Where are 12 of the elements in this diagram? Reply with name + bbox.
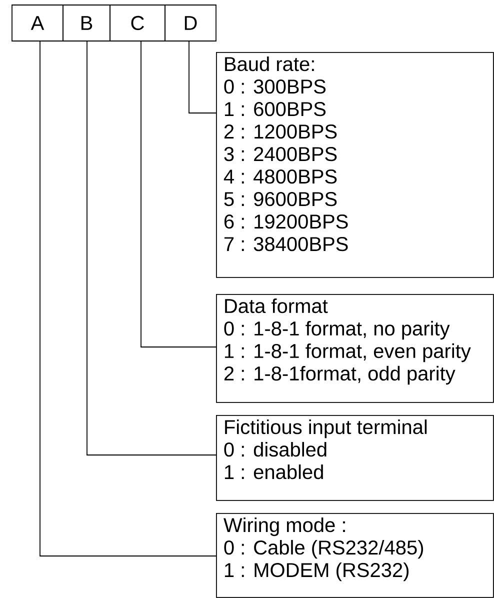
option-box: Fictitious input terminal 0 : disabled 1 : enabled <box>216 415 494 501</box>
option-box: Data format 0 : 1-8-1 format, no parity 1 : 1-8-1 format, even parity 2 : 1-8-1format, odd parity <box>216 294 494 403</box>
connector-line <box>140 41 216 348</box>
letter-cell: B <box>62 4 110 42</box>
letter-cell: A <box>12 4 64 42</box>
option-box: Baud rate: 0 : 300BPS 1 : 600BPS 2 : 1200BPS 3 : 2400BPS 4 : 4800BPS 5 : 9600BPS 6 : 19200BPS 7 : 38400BPS <box>216 52 494 278</box>
option-box: Wiring mode : 0 : Cable (RS232/485) 1 : MODEM (RS232) <box>216 513 494 598</box>
connector-line <box>40 41 216 556</box>
connector-line <box>188 41 216 114</box>
letter-cell: C <box>110 4 166 42</box>
connector-line <box>86 41 216 456</box>
letter-cell: D <box>164 4 216 42</box>
